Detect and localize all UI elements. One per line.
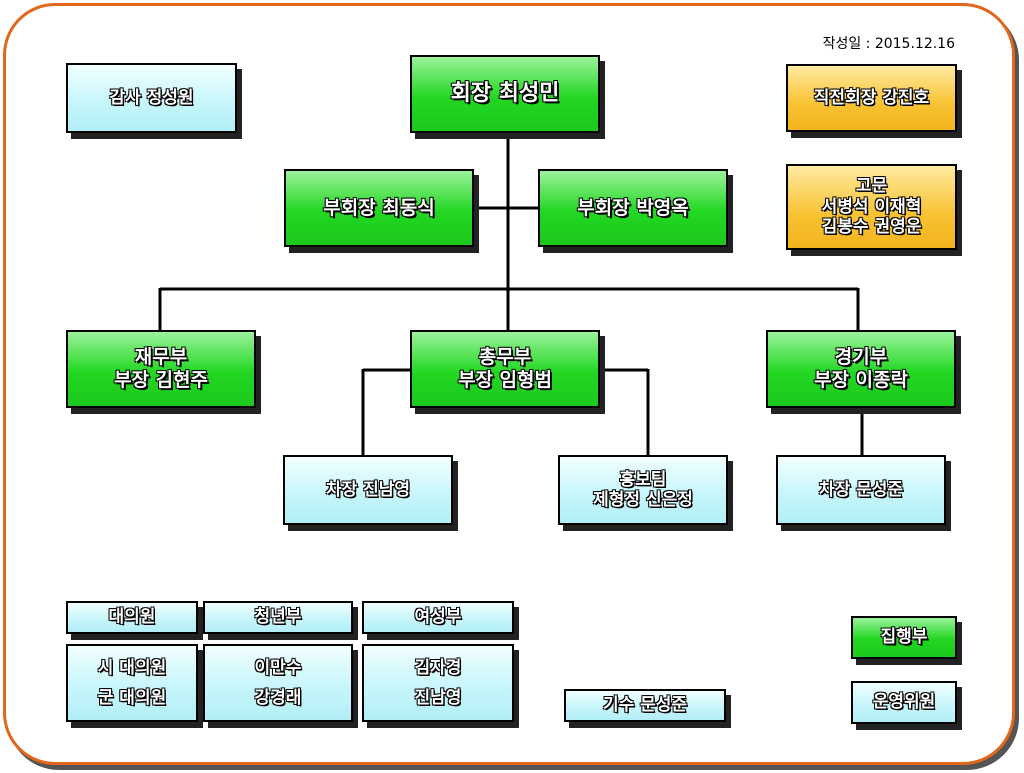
council-members-box: 시 대의원 군 대의원 [66, 644, 198, 722]
pr-team-box: 홍보팀 제형정 신은정 [558, 455, 728, 525]
general-deputy-box: 차장 진남영 [283, 455, 453, 525]
advisors-box: 고문 서병석 이재혁 김봉수 권영운 [786, 164, 957, 250]
youth-title-box: 청년부 [203, 601, 353, 634]
flag-bearer-box: 기수 문성준 [564, 689, 726, 722]
legend-executive-box: 집행부 [851, 616, 957, 659]
women-members-box: 김자경 진남영 [362, 644, 514, 722]
vice-president-2-box: 부회장 박영옥 [538, 169, 728, 247]
former-president-box: 직전회장 강진호 [786, 64, 957, 132]
youth-members-box: 이만수 강경래 [203, 644, 353, 722]
women-title-box: 여성부 [362, 601, 514, 634]
date-label: 작성일 : 2015.12.16 [822, 36, 955, 52]
sports-dept-box: 경기부 부장 이종락 [766, 330, 956, 408]
finance-dept-box: 재무부 부장 김현주 [66, 330, 256, 408]
auditor-box: 감사 정성원 [66, 63, 237, 133]
president-box: 회장 최성민 [410, 55, 600, 133]
vice-president-1-box: 부회장 최동식 [284, 169, 474, 247]
legend-committee-box: 운영위원 [851, 681, 957, 724]
general-affairs-dept-box: 총무부 부장 임형범 [410, 330, 600, 408]
council-title-box: 대의원 [66, 601, 198, 634]
sports-deputy-box: 차장 문성준 [776, 455, 946, 525]
